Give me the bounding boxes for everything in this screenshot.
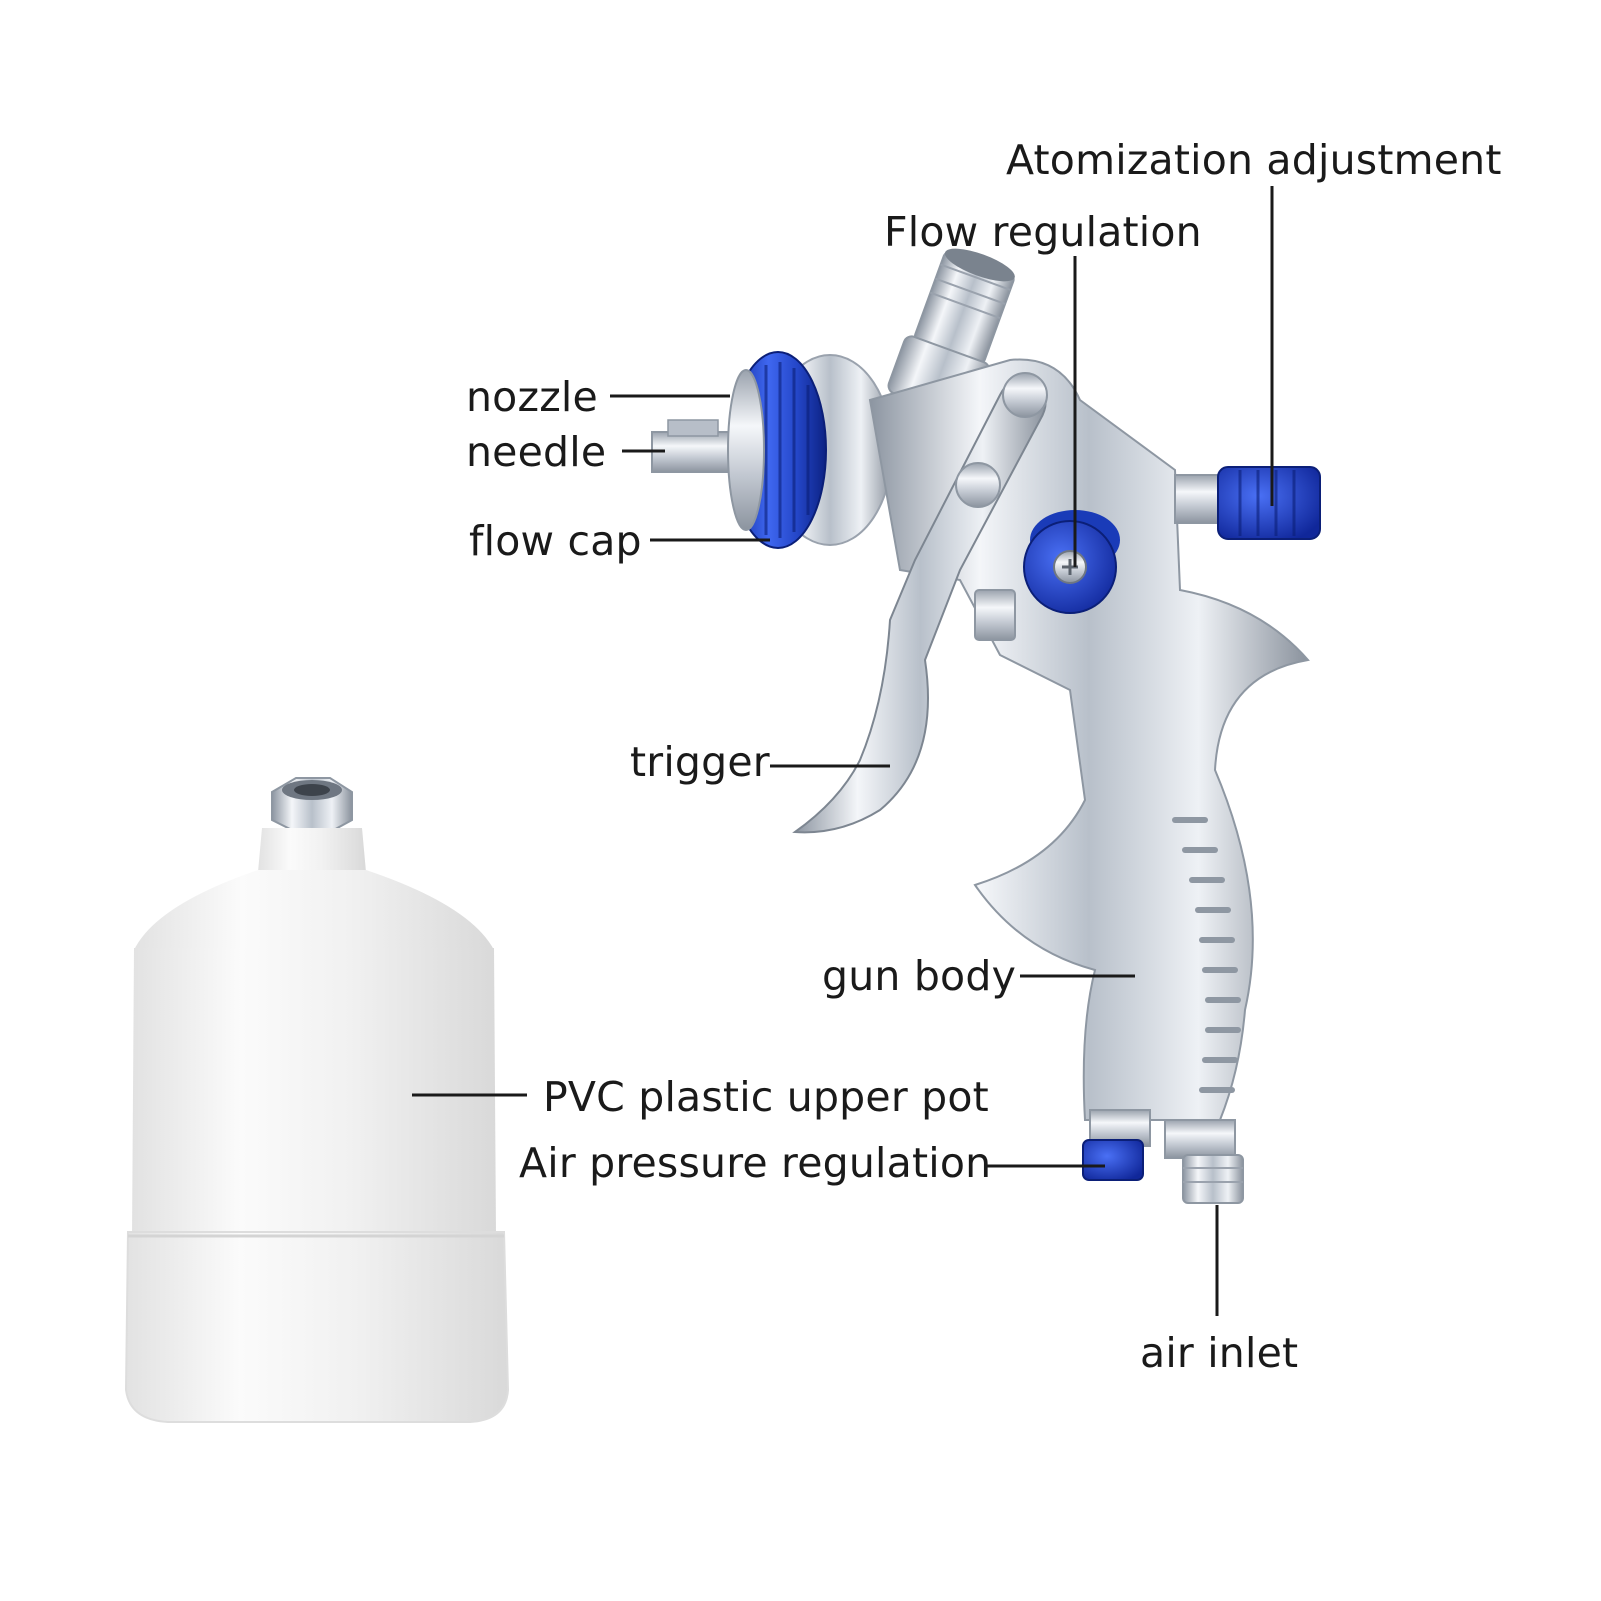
label-pvc-plastic-upper-pot: PVC plastic upper pot [543, 1073, 989, 1121]
spray-gun-body-icon [767, 248, 1310, 1121]
air-pressure-knob-icon [1082, 1139, 1144, 1181]
plastic-pot-illustration-icon [124, 777, 510, 1423]
label-atomization-adjustment: Atomization adjustment [1006, 136, 1502, 184]
atomization-knob-icon [1217, 466, 1321, 540]
label-air-inlet: air inlet [1140, 1329, 1299, 1377]
label-trigger: trigger [630, 738, 770, 786]
label-air-pressure-regulation: Air pressure regulation [519, 1139, 992, 1187]
label-flow-cap: flow cap [469, 517, 642, 565]
label-nozzle: nozzle [466, 373, 598, 421]
flow-regulation-knob-icon [1023, 510, 1120, 614]
air-inlet-fitting-icon [1164, 1119, 1244, 1204]
label-gun-body: gun body [822, 952, 1017, 1000]
label-flow-regulation: Flow regulation [884, 208, 1202, 256]
flow-cap-icon [727, 351, 827, 549]
leader-lines [412, 186, 1274, 1316]
label-needle: needle [466, 428, 607, 476]
